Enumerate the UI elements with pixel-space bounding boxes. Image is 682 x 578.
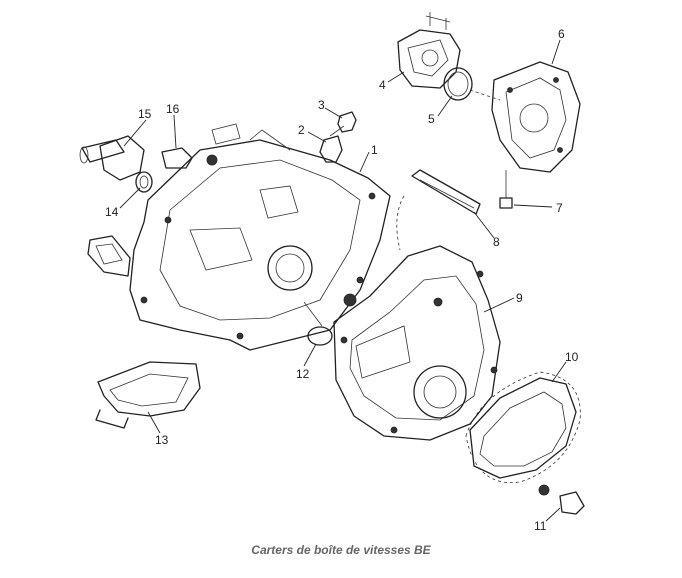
callout-7: 7 <box>556 201 563 215</box>
part-3-plug <box>337 111 357 133</box>
callout-1: 1 <box>371 143 378 157</box>
callout-3: 3 <box>318 98 325 112</box>
part-11-bolt <box>538 484 585 515</box>
callout-12: 12 <box>296 367 310 381</box>
callout-8: 8 <box>493 235 500 249</box>
callout-11: 11 <box>534 519 547 533</box>
callout-14: 14 <box>105 205 119 219</box>
callout-15: 15 <box>138 107 152 121</box>
leader-lines <box>119 39 567 522</box>
callout-13: 13 <box>155 433 169 447</box>
part-6-rear-cover <box>491 61 581 173</box>
callout-4: 4 <box>379 78 386 92</box>
callouts: 1 2 3 4 5 6 7 8 9 10 11 12 13 14 15 16 <box>105 27 579 533</box>
part-14-ring <box>135 171 153 193</box>
part-12-plug <box>303 293 357 346</box>
part-15-shaft-tube <box>79 135 145 181</box>
callout-2: 2 <box>298 123 305 137</box>
part-8-guide-rail <box>411 169 481 215</box>
part-16-sensor <box>161 147 218 169</box>
callout-10: 10 <box>565 350 579 364</box>
part-4-selector-housing <box>397 12 461 89</box>
callout-16: 16 <box>166 102 180 116</box>
part-9-clutch-housing <box>333 245 501 441</box>
figure-caption: Carters de boîte de vitesses BE <box>251 543 431 557</box>
part-7-bolt <box>499 170 513 209</box>
part-13-bracket <box>95 361 201 429</box>
part-2-breather <box>319 125 345 163</box>
callout-6: 6 <box>558 27 565 41</box>
part-10-cover-gasket <box>465 371 581 484</box>
callout-5: 5 <box>428 112 435 126</box>
exploded-gearbox-diagram: 1 2 3 4 5 6 7 8 9 10 11 12 13 14 15 16 <box>79 12 585 533</box>
callout-9: 9 <box>516 291 523 305</box>
part-5-seal-ring <box>443 67 473 101</box>
side-plate <box>87 235 131 277</box>
part-1-main-housing <box>129 123 391 351</box>
